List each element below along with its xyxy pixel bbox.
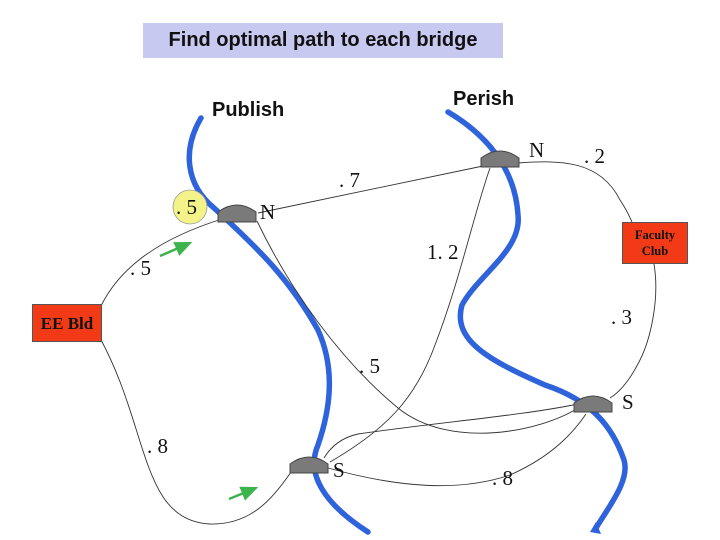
edge-label-ee-left-south: . 8 — [147, 434, 168, 458]
page-title: Find optimal path to each bridge — [168, 29, 478, 51]
edge-label-left-north-right-north: . 7 — [339, 168, 360, 192]
edge-left-south-right-south — [327, 413, 587, 487]
river-perish-arrowhead — [590, 522, 601, 534]
edge-left-north-right-south — [256, 220, 579, 434]
edge-label-right-south-faculty: . 3 — [611, 305, 632, 329]
edge-label-ee-left-north: . 5 — [130, 256, 151, 280]
bridge-right-north — [480, 150, 520, 168]
edge-ee-left-south — [99, 337, 292, 525]
edge-right-south-left-middle — [323, 403, 579, 459]
highlight-circle — [172, 189, 208, 225]
building-ee-label: EE Bld — [40, 314, 94, 333]
edge-right-south-faculty — [609, 263, 657, 399]
title-box: Find optimal path to each bridge — [143, 23, 503, 58]
building-ee: EE Bld — [32, 304, 102, 342]
bridge-label-left-north: N — [260, 200, 276, 224]
bridge-label-right-north: N — [529, 138, 545, 162]
building-faculty-label-2: Club — [641, 244, 669, 258]
river-perish — [445, 109, 628, 531]
bridge-left-north — [217, 204, 257, 223]
edge-left-south-right-north — [329, 167, 491, 463]
edge-label-right-north-faculty: . 2 — [584, 144, 605, 168]
green-arrow-north — [159, 241, 193, 258]
edge-ee-left-north — [99, 218, 223, 309]
river-label-perish: Perish — [453, 88, 515, 110]
bridge-label-left-south: S — [333, 458, 345, 482]
edge-label-left-south-right-north: 1. 2 — [427, 240, 459, 264]
building-faculty-club: Faculty Club — [622, 222, 688, 264]
bridge-label-right-south: S — [622, 390, 634, 414]
bridge-left-south — [289, 456, 329, 474]
edge-left-north-right-north — [257, 165, 484, 214]
edge-right-north-faculty — [517, 161, 633, 223]
highlight-cost-label: . 5 — [176, 195, 197, 219]
edge-label-left-north-right-south: . 5 — [359, 354, 380, 378]
green-arrow-south — [228, 486, 259, 501]
edge-label-left-south-right-south: . 8 — [492, 466, 513, 490]
river-label-publish: Publish — [212, 99, 285, 121]
bridge-right-south — [573, 395, 613, 413]
building-faculty-label-1: Faculty — [634, 228, 676, 242]
